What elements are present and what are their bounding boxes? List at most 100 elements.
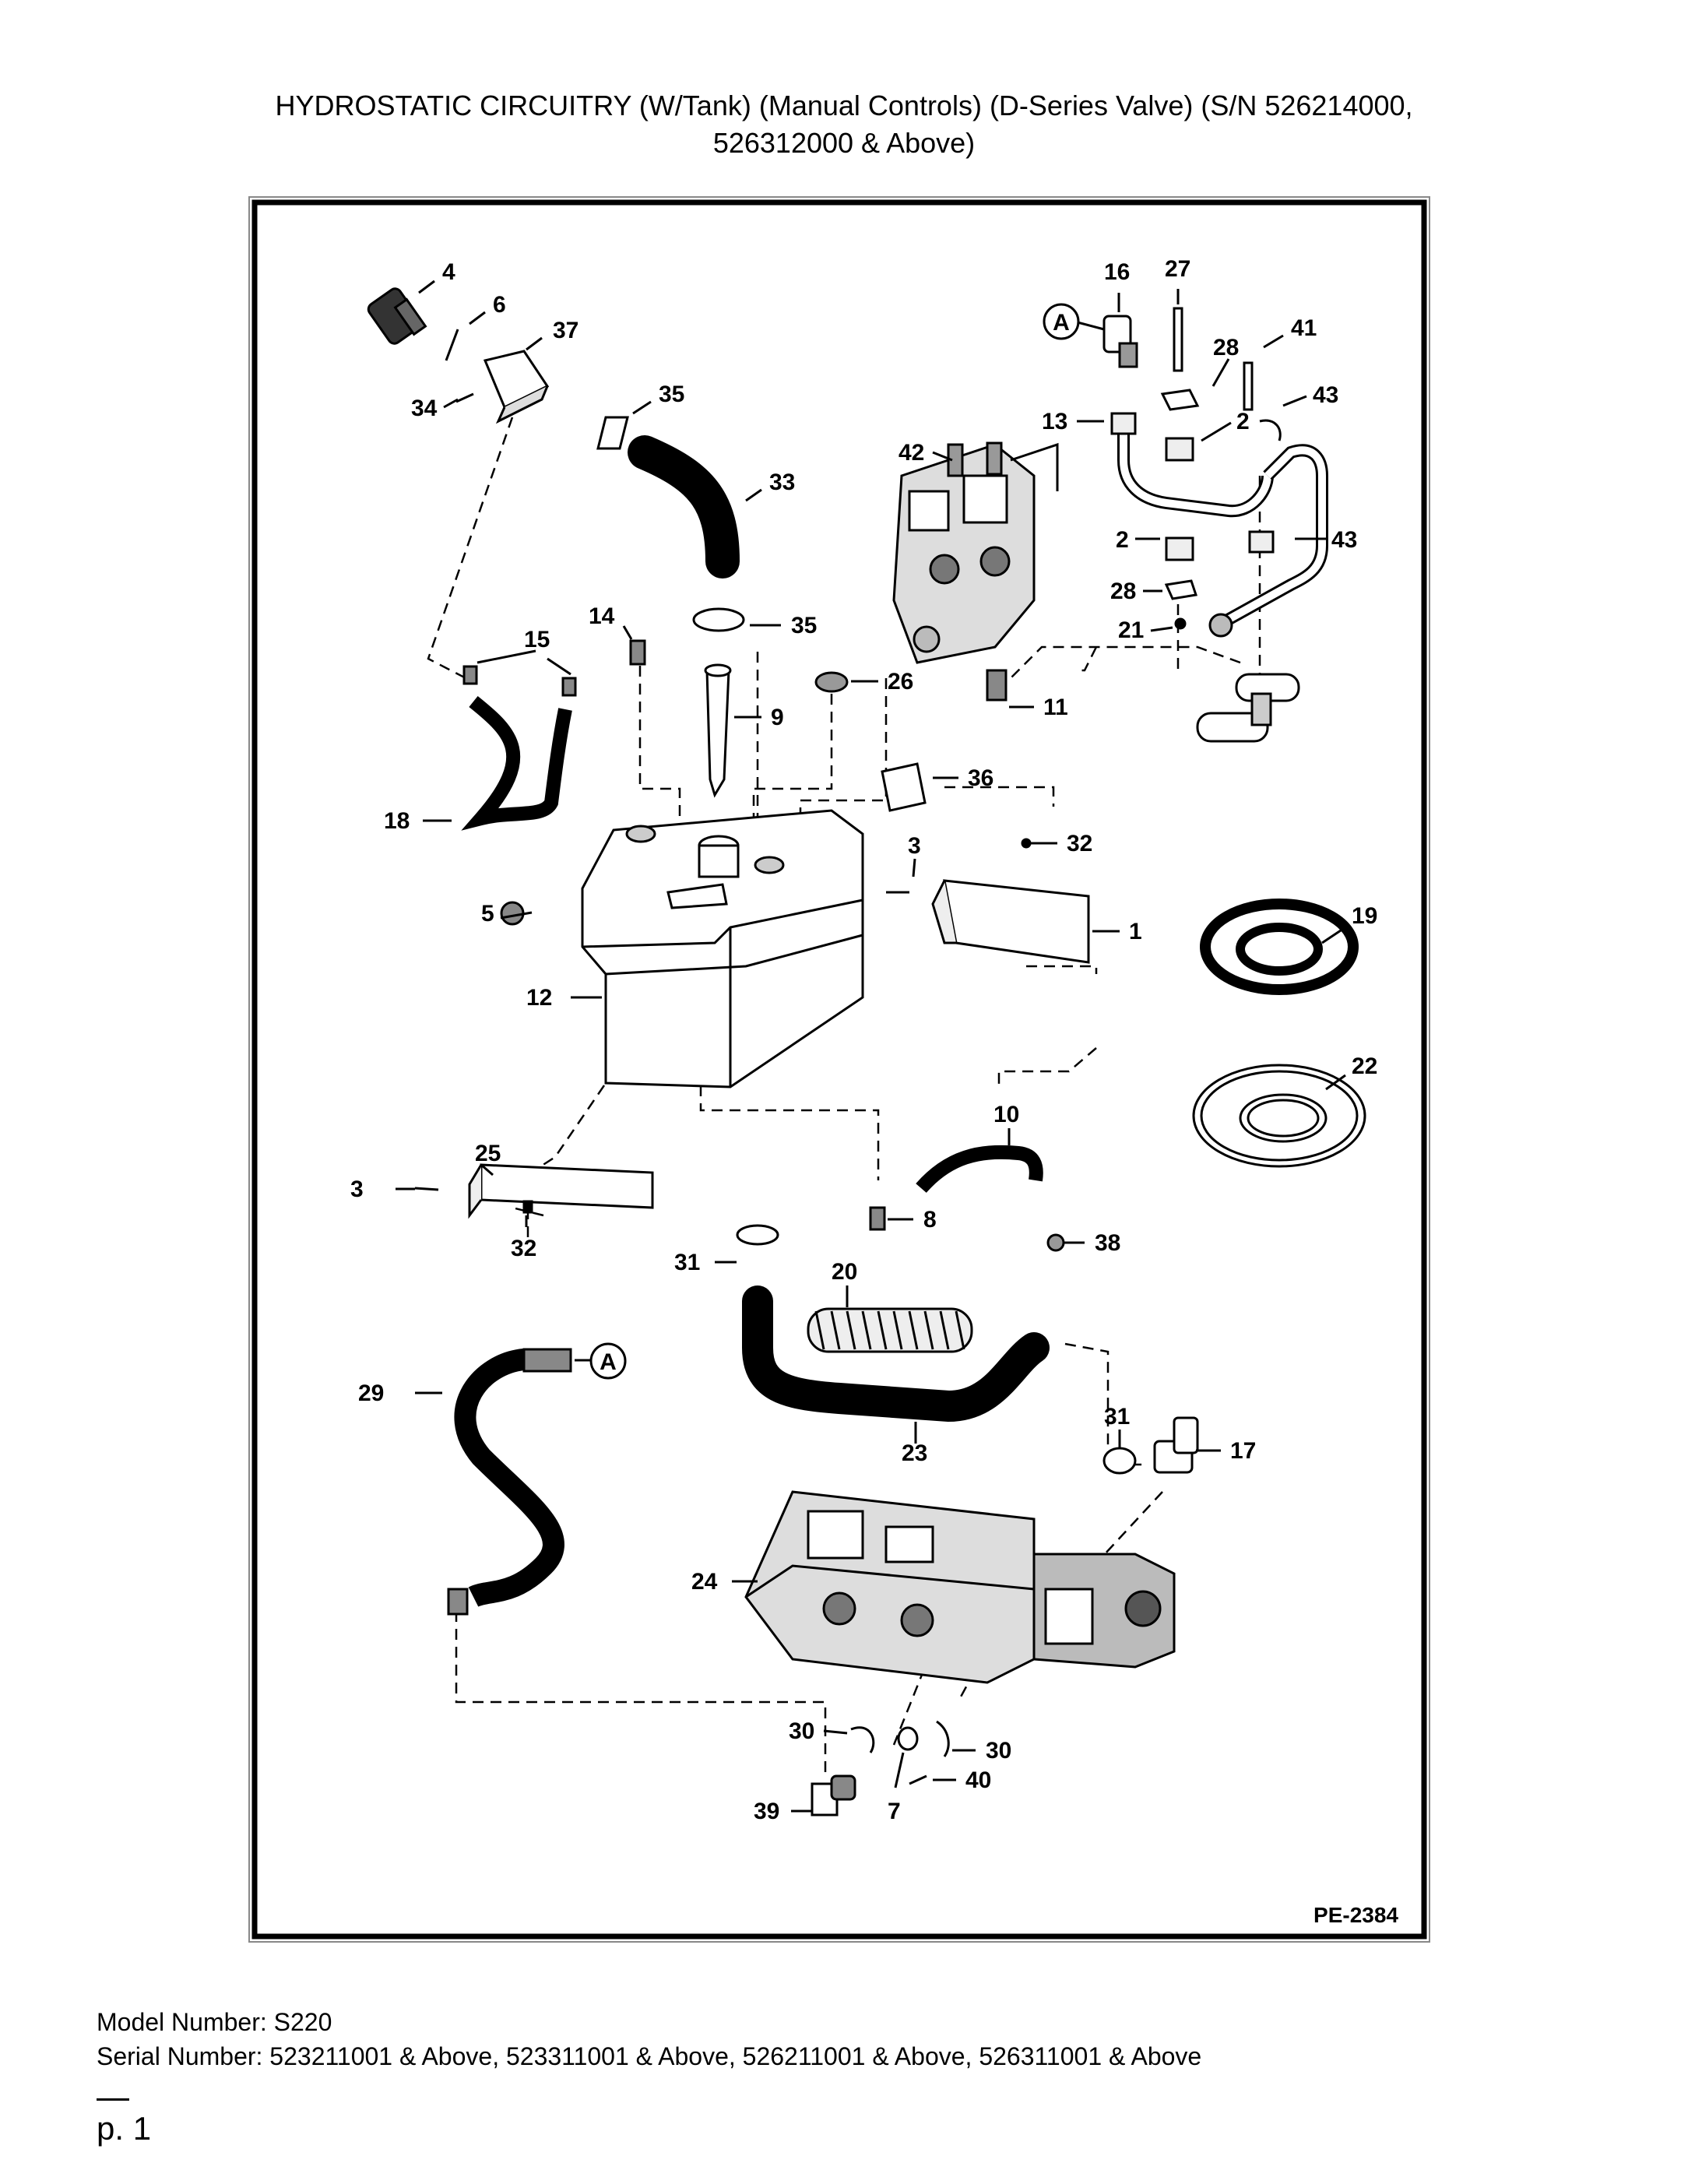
callout-30-left: 30 <box>789 1718 814 1744</box>
fitting-30a <box>850 1726 875 1753</box>
clamp-15a <box>462 665 478 685</box>
callout-19: 19 <box>1352 903 1377 929</box>
callout-27: 27 <box>1165 256 1190 282</box>
bolt-3b <box>414 1187 439 1191</box>
callout-35-lower: 35 <box>791 613 817 638</box>
tee-fitting-cluster <box>1196 673 1300 743</box>
callout-42: 42 <box>899 440 924 466</box>
callout-31-lower: 31 <box>1104 1404 1130 1430</box>
hydrostatic-pump <box>744 1490 1176 1684</box>
hose-clamp-31b <box>1102 1447 1137 1475</box>
callout-40: 40 <box>965 1767 991 1793</box>
hose-clamp-31a <box>736 1224 779 1246</box>
filler-neck <box>483 350 550 424</box>
callout-41: 41 <box>1291 315 1317 341</box>
leader-lines <box>396 280 1346 1813</box>
callout-29: 29 <box>358 1380 384 1406</box>
callout-28-upper: 28 <box>1213 335 1239 360</box>
serial-number: Serial Number: 523211001 & Above, 523311… <box>97 2042 1202 2070</box>
clamp-2b <box>1165 536 1194 561</box>
hose-clamp-lower <box>692 607 745 632</box>
callout-17: 17 <box>1230 1438 1256 1464</box>
callout-32-upper: 32 <box>1067 831 1092 856</box>
callout-22: 22 <box>1352 1053 1377 1079</box>
connector-a-top-label: A <box>1053 310 1070 336</box>
callout-8: 8 <box>923 1207 937 1233</box>
callout-25: 25 <box>475 1141 501 1166</box>
callout-1: 1 <box>1129 919 1142 944</box>
breather-hose <box>461 695 572 831</box>
clamp-plate-28a <box>1160 389 1200 411</box>
elbow-fitting-16 <box>1102 315 1138 368</box>
fitting-8 <box>869 1206 886 1231</box>
fitting-30b <box>936 1720 950 1757</box>
callout-4: 4 <box>442 259 455 285</box>
callout-18: 18 <box>384 808 410 834</box>
callout-6: 6 <box>493 292 506 318</box>
title-line-2: 526312000 & Above) <box>712 127 976 159</box>
callout-20: 20 <box>832 1259 857 1285</box>
control-valve <box>892 441 1059 664</box>
callout-31-upper: 31 <box>674 1250 700 1275</box>
page-divider <box>97 2098 129 2101</box>
fitting-11 <box>986 669 1008 702</box>
elbow-fitting-39 <box>811 1774 856 1816</box>
callout-14: 14 <box>589 603 615 629</box>
page-title: HYDROSTATIC CIRCUITRY (W/Tank) (Manual C… <box>0 87 1688 162</box>
o-ring-7 <box>897 1726 919 1751</box>
gasket <box>445 329 459 361</box>
callout-2-lower: 2 <box>1116 527 1129 553</box>
parts-diagram: A A <box>248 195 1431 1943</box>
coiled-hose-19 <box>1200 899 1359 995</box>
filler-cap <box>367 287 427 345</box>
callout-39: 39 <box>754 1799 779 1824</box>
callout-3-lower: 3 <box>350 1176 364 1202</box>
nut-32b <box>522 1200 533 1214</box>
callout-26: 26 <box>888 669 913 695</box>
clamp-2a <box>1165 437 1194 462</box>
case-drain-hose <box>916 1145 1043 1194</box>
diagram-canvas: A A <box>248 196 1430 1943</box>
title-line-1: HYDROSTATIC CIRCUITRY (W/Tank) (Manual C… <box>275 90 1413 121</box>
mounting-bracket <box>943 879 1090 964</box>
cap-38 <box>1046 1233 1065 1252</box>
page-number: p. 1 <box>97 2110 152 2147</box>
callout-2-upper: 2 <box>1236 409 1250 434</box>
callout-labels: 4 6 37 34 35 33 16 27 28 41 13 2 43 42 2… <box>350 256 1377 1824</box>
callout-33: 33 <box>769 470 795 495</box>
pressure-hose <box>454 1349 564 1607</box>
callout-21: 21 <box>1118 617 1144 643</box>
drain-plug <box>500 901 525 926</box>
callout-5: 5 <box>481 901 494 927</box>
hose-clamp-upper <box>596 416 629 450</box>
callout-3-upper: 3 <box>908 833 921 859</box>
clamp-plate-28b <box>1164 579 1197 600</box>
diagram-reference: PE-2384 <box>1313 1903 1398 1927</box>
clamp-43a <box>1259 419 1282 441</box>
callout-34: 34 <box>411 396 438 421</box>
callout-23: 23 <box>902 1440 927 1466</box>
callout-24: 24 <box>691 1569 718 1595</box>
suction-hose <box>742 1285 1050 1423</box>
model-info: Model Number: S220 Serial Number: 523211… <box>97 2005 1201 2073</box>
clamp-43b <box>1248 530 1275 554</box>
callout-9: 9 <box>771 705 784 730</box>
callout-11: 11 <box>1043 695 1068 720</box>
callout-36: 36 <box>968 765 993 791</box>
fitting-29 <box>447 1588 469 1616</box>
callout-10: 10 <box>993 1102 1019 1127</box>
inner-border <box>251 199 1427 1940</box>
grommet <box>814 671 849 693</box>
nut-32a <box>1021 838 1032 849</box>
tube-nut-13 <box>1110 412 1137 435</box>
hose-end-29 <box>522 1348 572 1373</box>
fitting-14 <box>629 639 646 666</box>
callout-28-lower: 28 <box>1110 579 1136 604</box>
model-number: Model Number: S220 <box>97 2008 332 2036</box>
callout-16: 16 <box>1104 259 1130 285</box>
callout-37: 37 <box>553 318 578 343</box>
spring-guard <box>807 1307 973 1353</box>
callout-35-upper: 35 <box>659 382 684 407</box>
screw <box>455 392 474 403</box>
callout-15: 15 <box>524 627 550 652</box>
